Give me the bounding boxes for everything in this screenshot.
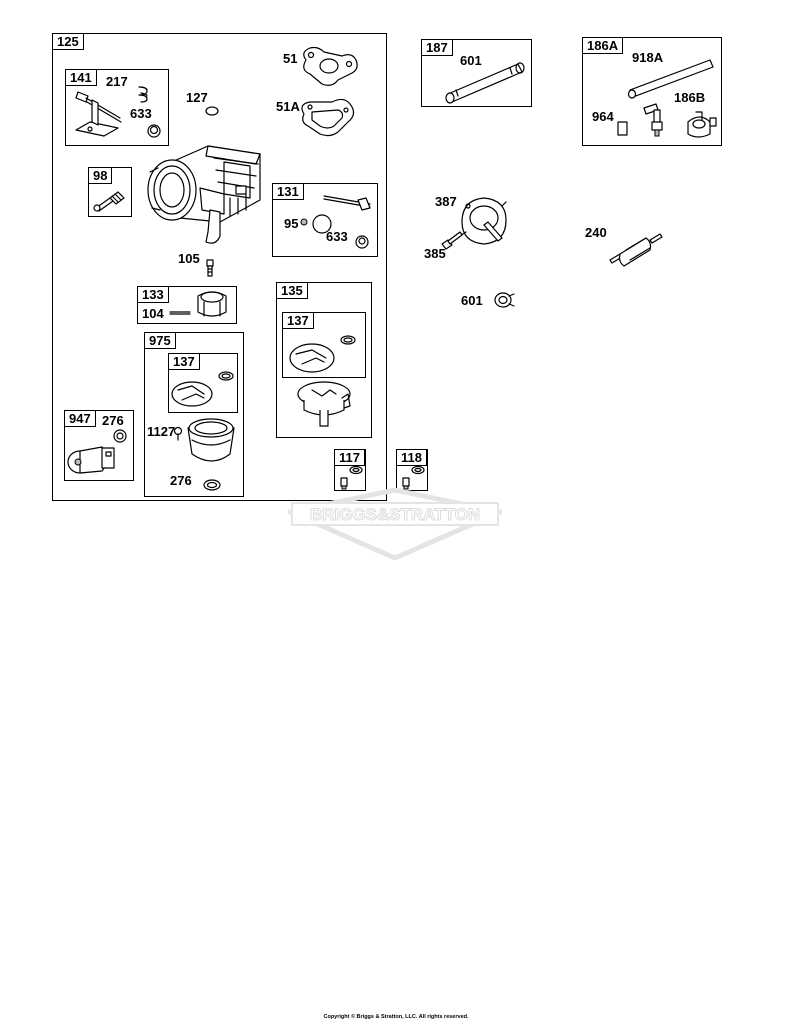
fitting-105-icon	[206, 259, 214, 277]
box-tag-133: 133	[137, 286, 169, 303]
float-bowl-135-icon	[297, 381, 351, 427]
screw-1127-icon	[173, 426, 183, 441]
float-133-icon	[169, 291, 227, 317]
box-tag-186A: 186A	[582, 37, 624, 54]
assembly-box-135: 135	[276, 282, 372, 438]
box-tag-947: 947	[64, 410, 96, 427]
label-385: 385	[424, 246, 446, 261]
box-tag-98: 98	[88, 167, 113, 184]
bushing-633-icon	[147, 124, 161, 138]
washer-276-b-icon	[203, 479, 221, 491]
label-276-b: 276	[170, 473, 192, 488]
box-tag-125: 125	[52, 33, 84, 50]
label-186B: 186B	[674, 90, 706, 105]
carburetor-body-icon	[147, 145, 261, 244]
solenoid-947-icon	[67, 446, 115, 474]
assembly-box-137-a: 137	[282, 312, 366, 378]
throttle-shaft-131-icon	[300, 195, 371, 249]
box-tag-118: 118	[396, 449, 427, 466]
box-tag-117: 117	[334, 449, 365, 466]
gasket-51A-icon	[301, 98, 355, 137]
fitting-186A-icon	[643, 103, 663, 137]
assembly-box-98: 98	[88, 167, 132, 217]
assembly-box-141: 141	[65, 69, 169, 146]
choke-shaft-icon	[75, 91, 122, 137]
label-217: 217	[106, 74, 128, 89]
assembly-box-125: 125	[52, 33, 387, 501]
clamp-601-icon	[494, 292, 515, 308]
box-tag-135: 135	[276, 282, 308, 299]
box-tag-187: 187	[421, 39, 453, 56]
float-bowl-975-icon	[187, 418, 235, 462]
label-127: 127	[186, 90, 208, 105]
box-tag-975: 975	[144, 332, 176, 349]
jet-118-icon	[402, 465, 425, 490]
box-tag-137-a: 137	[282, 312, 314, 329]
gasket-kit-137-b-icon	[171, 371, 234, 407]
box-tag-137-b: 137	[168, 353, 200, 370]
box-tag-131: 131	[272, 183, 304, 200]
label-105: 105	[178, 251, 200, 266]
fuel-line-187-icon	[445, 62, 525, 104]
assembly-box-186A: 186A	[582, 37, 722, 146]
assembly-box-975: 975	[144, 332, 244, 497]
label-633-b: 633	[326, 229, 348, 244]
label-104: 104	[142, 306, 164, 321]
label-387: 387	[435, 194, 457, 209]
label-51: 51	[283, 51, 298, 66]
copyright-footer: Copyright © Briggs & Stratton, LLC. All …	[323, 1014, 469, 1020]
assembly-box-137-b: 137	[168, 353, 238, 413]
watermark-text: BRIGGS&STRATTON	[310, 505, 480, 524]
assembly-box-118: 118	[396, 449, 428, 491]
label-95: 95	[284, 216, 299, 231]
idle-screw-98-icon	[93, 191, 125, 212]
brand-watermark-logo: BRIGGS&STRATTON	[288, 488, 502, 560]
label-276-a: 276	[102, 413, 124, 428]
sleeve-964-icon	[617, 121, 628, 136]
label-1127: 1127	[147, 424, 176, 439]
fuel-line-918A-icon	[627, 59, 714, 99]
fuel-pump-387-icon	[459, 197, 507, 245]
label-633: 633	[130, 106, 152, 121]
label-918A: 918A	[632, 50, 664, 65]
assembly-box-947: 947	[64, 410, 134, 481]
washer-276-a-icon	[113, 429, 127, 443]
label-51A: 51A	[276, 99, 300, 114]
screw-385-icon	[441, 231, 463, 250]
gasket-51-icon	[303, 46, 358, 86]
label-240: 240	[585, 225, 607, 240]
label-601-b: 601	[461, 293, 483, 308]
assembly-box-133: 133	[137, 286, 237, 324]
jet-117-icon	[340, 465, 363, 490]
label-601-a: 601	[460, 53, 482, 68]
box-tag-141: 141	[65, 69, 97, 86]
assembly-box-117: 117	[334, 449, 366, 491]
assembly-box-187: 187	[421, 39, 532, 107]
fuel-filter-240-icon	[609, 233, 663, 267]
gasket-kit-137-a-icon	[289, 335, 356, 373]
o-ring-127-icon	[205, 106, 219, 116]
valve-186B-icon	[687, 111, 717, 138]
label-964: 964	[592, 109, 614, 124]
spring-217-icon	[138, 86, 148, 103]
assembly-box-131: 131	[272, 183, 378, 257]
